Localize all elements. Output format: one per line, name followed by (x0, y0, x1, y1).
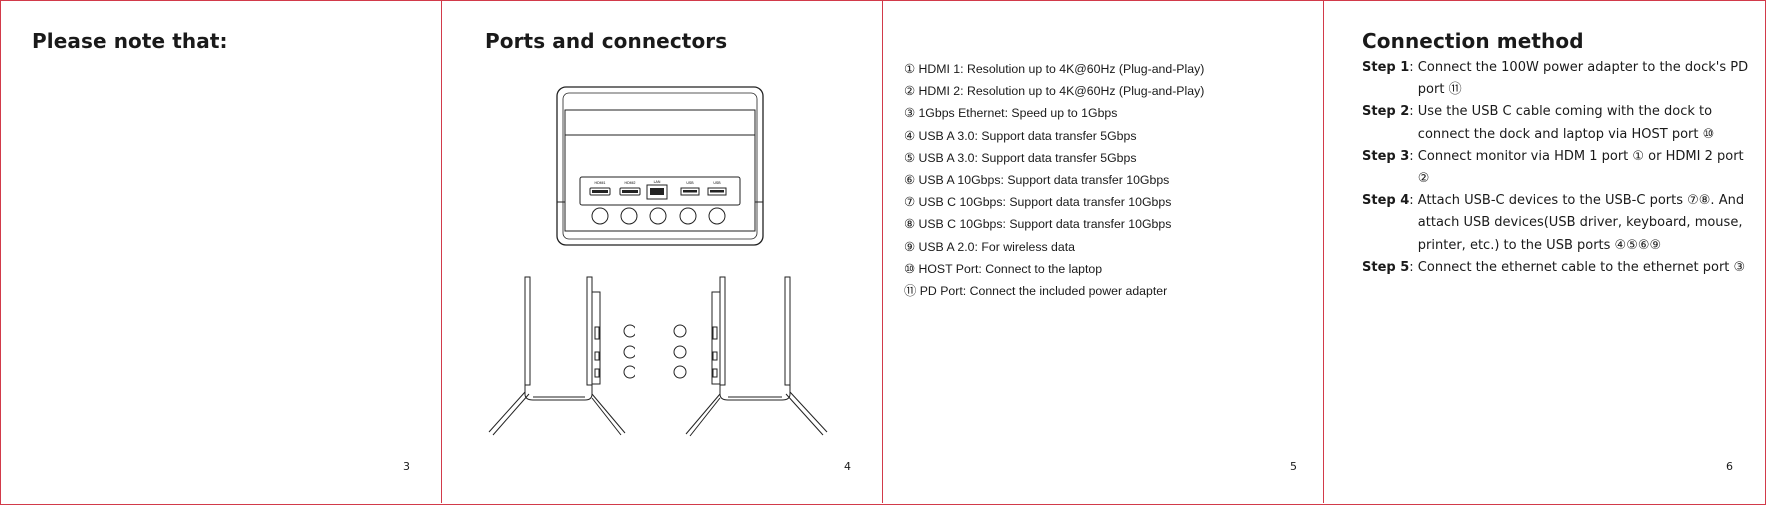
port-description: PD Port: Connect the included power adap… (919, 283, 1168, 298)
page-number: 3 (403, 460, 410, 473)
step-text: Connect monitor via HDM 1 port ① or HDMI… (1417, 148, 1744, 187)
page-divider (441, 0, 442, 503)
step-text: Connect the ethernet cable to the ethern… (1417, 259, 1746, 275)
step-label: Step 3 (1362, 148, 1410, 164)
port-list-item: ⑥ USB A 10Gbps: Support data transfer 10… (904, 169, 1204, 191)
step-label: Step 1 (1362, 60, 1410, 75)
port-list-item: ⑦ USB C 10Gbps: Support data transfer 10… (904, 191, 1204, 213)
step-text: Use the USB C cable coming with the dock… (1417, 104, 1715, 142)
port-marker: ⑪ (904, 283, 917, 298)
port-marker: ⑨ (904, 239, 916, 254)
dock-right-side-diagram (673, 276, 828, 437)
connection-step: Step 2: Use the USB C cable coming with … (1362, 101, 1752, 145)
port-description: HOST Port: Connect to the laptop (918, 261, 1103, 276)
step-text: Attach USB-C devices to the USB-C ports … (1417, 193, 1745, 253)
hdmi-port-icon (589, 187, 611, 196)
port-list-item: ⑧ USB C 10Gbps: Support data transfer 10… (904, 213, 1204, 235)
step-label: Step 5 (1362, 259, 1410, 275)
port-list-item: ⑩ HOST Port: Connect to the laptop (904, 258, 1204, 280)
port-list-item: ② HDMI 2: Resolution up to 4K@60Hz (Plug… (904, 80, 1204, 102)
port-list: ① HDMI 1: Resolution up to 4K@60Hz (Plug… (904, 58, 1204, 302)
port-marker: ④ (904, 128, 916, 143)
port-description: USB A 3.0: Support data transfer 5Gbps (918, 150, 1137, 165)
port-description: HDMI 2: Resolution up to 4K@60Hz (Plug-a… (918, 84, 1205, 99)
port-description: USB A 2.0: For wireless data (918, 239, 1075, 254)
port-marker: ① (904, 62, 916, 76)
page-title: Please note that: (32, 29, 228, 53)
connection-step: Step 1: Connect the 100W power adapter t… (1362, 57, 1752, 101)
connection-step: Step 4: Attach USB-C devices to the USB-… (1362, 190, 1752, 257)
page-number: 6 (1726, 460, 1733, 473)
step-label: Step 2 (1362, 104, 1410, 120)
port-marker: ③ (904, 106, 916, 121)
connection-step: Step 3: Connect monitor via HDM 1 port ①… (1362, 146, 1752, 190)
port-label: HDMI2 (625, 181, 636, 185)
port-marker: ⑤ (904, 150, 916, 165)
port-label: LAN (654, 180, 661, 184)
connection-steps: Step 1: Connect the 100W power adapter t… (1362, 57, 1752, 279)
port-label: HDMI1 (595, 181, 606, 185)
port-list-item: ① HDMI 1: Resolution up to 4K@60Hz (Plug… (904, 58, 1204, 80)
step-label: Step 4 (1362, 193, 1410, 209)
port-description: USB C 10Gbps: Support data transfer 10Gb… (918, 217, 1172, 232)
usb-port-icon (707, 187, 727, 196)
port-description: HDMI 1: Resolution up to 4K@60Hz (Plug-a… (918, 62, 1205, 76)
port-description: USB C 10Gbps: Support data transfer 10Gb… (918, 195, 1172, 210)
port-list-item: ④ USB A 3.0: Support data transfer 5Gbps (904, 125, 1204, 147)
dock-front-diagram: HDMI1 HDMI2 LAN USB USB (556, 86, 764, 246)
dock-left-side-diagram (488, 276, 635, 436)
port-label: USB (686, 181, 694, 185)
port-list-item: ③ 1Gbps Ethernet: Speed up to 1Gbps (904, 102, 1204, 124)
port-list-item: ⑤ USB A 3.0: Support data transfer 5Gbps (904, 147, 1204, 169)
port-marker: ⑧ (904, 217, 916, 232)
port-description: USB A 3.0: Support data transfer 5Gbps (918, 128, 1137, 143)
port-list-item: ⑪ PD Port: Connect the included power ad… (904, 280, 1204, 302)
port-marker: ② (904, 84, 916, 99)
page-divider (1323, 0, 1324, 503)
page-number: 4 (844, 460, 851, 473)
port-list-item: ⑨ USB A 2.0: For wireless data (904, 236, 1204, 258)
page-title: Ports and connectors (485, 29, 728, 53)
port-description: 1Gbps Ethernet: Speed up to 1Gbps (918, 106, 1118, 121)
usb-port-icon (680, 187, 700, 196)
page-divider (882, 0, 883, 503)
port-marker: ⑩ (904, 261, 916, 276)
page-number: 5 (1290, 460, 1297, 473)
connection-step: Step 5: Connect the ethernet cable to th… (1362, 257, 1752, 279)
page-title: Connection method (1362, 29, 1584, 53)
hdmi-port-icon (619, 187, 641, 196)
port-marker: ⑥ (904, 172, 916, 187)
step-text: Connect the 100W power adapter to the do… (1417, 60, 1749, 98)
port-label: USB (713, 181, 721, 185)
ethernet-port-icon (646, 184, 668, 200)
port-description: USB A 10Gbps: Support data transfer 10Gb… (918, 172, 1170, 187)
port-marker: ⑦ (904, 195, 916, 210)
